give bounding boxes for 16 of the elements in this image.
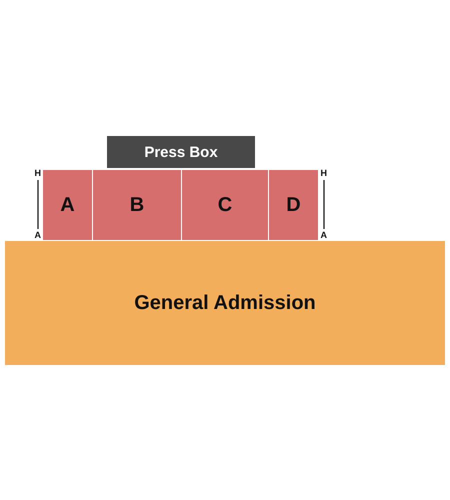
- seating-section: [182, 170, 268, 240]
- row-label: A: [320, 231, 327, 240]
- section-label: B: [130, 195, 144, 215]
- seating-section: [93, 170, 181, 240]
- row-label: A: [34, 231, 41, 240]
- section-label: General Admission: [134, 293, 316, 313]
- row-label: H: [34, 169, 41, 178]
- section-label: D: [286, 195, 301, 215]
- section-label: C: [218, 195, 232, 215]
- seating-section: [43, 170, 92, 240]
- section-label: A: [60, 195, 75, 215]
- row-label: H: [320, 169, 327, 178]
- seating-section: [269, 170, 318, 240]
- press-box-section: [107, 136, 255, 168]
- section-label: Press Box: [144, 144, 218, 160]
- general-admission-area: [5, 241, 445, 365]
